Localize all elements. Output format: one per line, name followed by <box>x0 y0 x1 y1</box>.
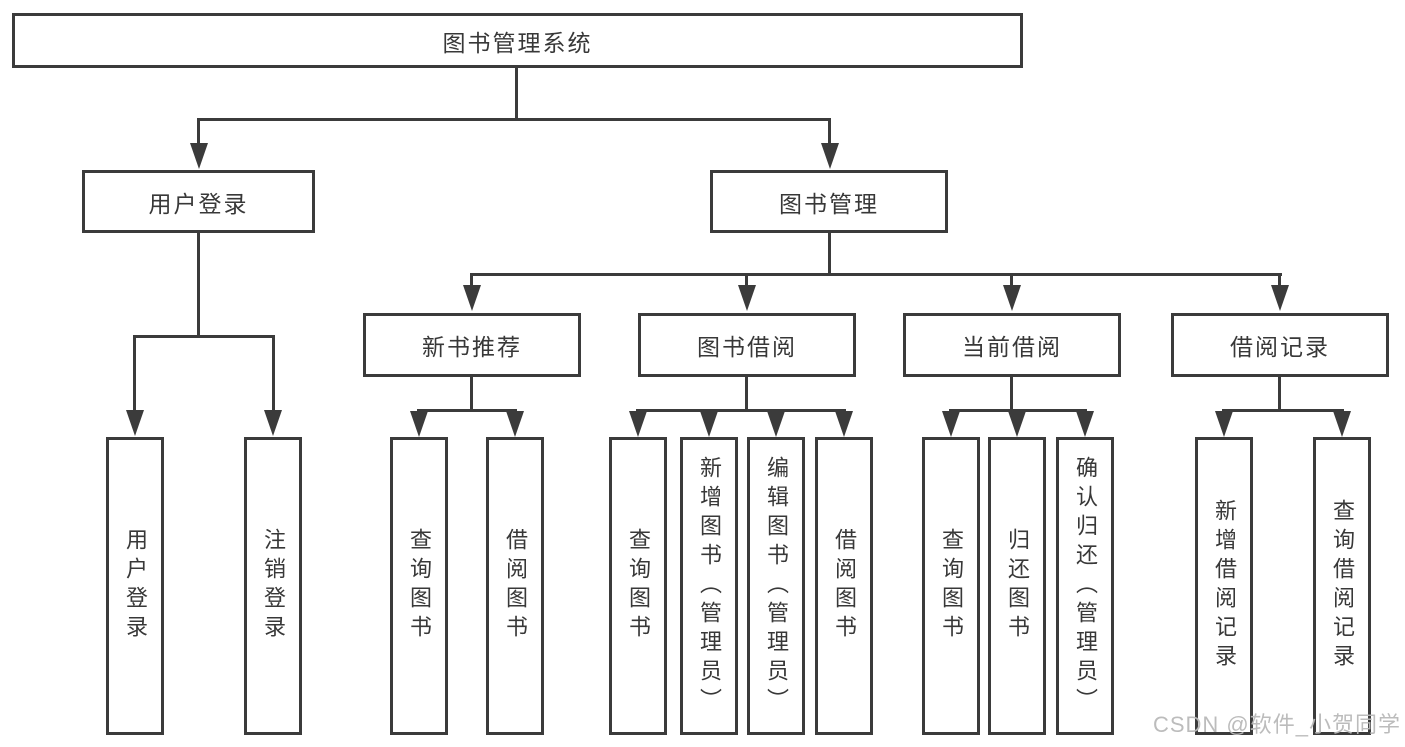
edge-line <box>1010 273 1013 285</box>
node-leaf-edit-book-admin: 编辑图书（管理员） <box>747 437 805 735</box>
node-label: 确认归还（管理员） <box>1073 455 1098 717</box>
edge-line <box>636 409 846 412</box>
edge-arrow <box>767 411 785 437</box>
edge-arrow <box>629 411 647 437</box>
edge-line <box>1278 273 1281 285</box>
edge-arrow <box>942 411 960 437</box>
edge-arrow <box>1333 411 1351 437</box>
edge-arrow <box>700 411 718 437</box>
node-label: 查询图书 <box>626 528 651 644</box>
node-label: 查询图书 <box>407 528 432 644</box>
node-label: 用户登录 <box>123 528 148 644</box>
node-label: 借阅记录 <box>1230 334 1330 360</box>
node-leaf-user-login: 用户登录 <box>106 437 164 735</box>
node-label: 编辑图书（管理员） <box>764 455 789 717</box>
edge-line <box>417 409 517 412</box>
edge-line <box>745 273 748 285</box>
edge-line <box>197 233 200 335</box>
node-label: 图书管理 <box>779 190 879 217</box>
edge-arrow <box>264 410 282 436</box>
node-leaf-query-book-1: 查询图书 <box>390 437 448 735</box>
node-user-login: 用户登录 <box>82 170 315 233</box>
node-label: 借阅图书 <box>832 528 857 644</box>
edge-line <box>197 118 200 145</box>
edge-arrow <box>835 411 853 437</box>
edge-line <box>1222 409 1344 412</box>
edge-arrow <box>126 410 144 436</box>
edge-line <box>949 409 1087 412</box>
edge-arrow <box>821 143 839 169</box>
node-label: 新书推荐 <box>422 334 522 360</box>
edge-arrow <box>463 285 481 311</box>
edge-line <box>197 118 831 121</box>
node-label: 注销登录 <box>261 528 286 644</box>
edge-line <box>1010 377 1013 410</box>
node-label: 归还图书 <box>1005 528 1030 644</box>
edge-arrow <box>190 143 208 169</box>
watermark: CSDN @软件_小贺同学 <box>1152 712 1401 737</box>
node-leaf-query-book-3: 查询图书 <box>922 437 980 735</box>
edge-line <box>828 118 831 145</box>
node-leaf-borrow-book-2: 借阅图书 <box>815 437 873 735</box>
node-leaf-add-borrow-record: 新增借阅记录 <box>1195 437 1253 735</box>
node-label: 新增借阅记录 <box>1212 499 1237 673</box>
node-leaf-borrow-book-1: 借阅图书 <box>486 437 544 735</box>
node-leaf-logout: 注销登录 <box>244 437 302 735</box>
edge-line <box>470 273 473 285</box>
node-label: 图书借阅 <box>697 334 797 360</box>
node-leaf-confirm-return-admin: 确认归还（管理员） <box>1056 437 1114 735</box>
node-label: 当前借阅 <box>962 334 1062 360</box>
node-new-book-recommend: 新书推荐 <box>363 313 581 377</box>
node-leaf-add-book-admin: 新增图书（管理员） <box>680 437 738 735</box>
edge-arrow <box>1008 411 1026 437</box>
edge-line <box>470 377 473 410</box>
edge-line <box>272 335 275 411</box>
edge-line <box>745 377 748 410</box>
edge-line <box>1278 377 1281 410</box>
edge-arrow <box>1271 285 1289 311</box>
edge-line <box>133 335 275 338</box>
node-book-borrow: 图书借阅 <box>638 313 856 377</box>
edge-line <box>470 273 1282 276</box>
node-label: 查询图书 <box>939 528 964 644</box>
node-label: 用户登录 <box>148 190 249 217</box>
edge-arrow <box>410 411 428 437</box>
node-label: 借阅图书 <box>503 528 528 644</box>
edge-line <box>133 335 136 411</box>
edge-arrow <box>1003 285 1021 311</box>
node-current-borrow: 当前借阅 <box>903 313 1121 377</box>
node-label: 查询借阅记录 <box>1330 499 1355 673</box>
edge-arrow <box>1076 411 1094 437</box>
node-leaf-query-book-2: 查询图书 <box>609 437 667 735</box>
edge-line <box>828 233 831 273</box>
node-borrow-records: 借阅记录 <box>1171 313 1389 377</box>
node-label: 新增图书（管理员） <box>697 455 722 717</box>
node-leaf-query-borrow-record: 查询借阅记录 <box>1313 437 1371 735</box>
edge-line <box>515 68 518 118</box>
edge-arrow <box>1215 411 1233 437</box>
node-book-management: 图书管理 <box>710 170 948 233</box>
node-leaf-return-book: 归还图书 <box>988 437 1046 735</box>
node-label: 图书管理系统 <box>442 29 593 56</box>
edge-arrow <box>738 285 756 311</box>
edge-arrow <box>506 411 524 437</box>
node-root: 图书管理系统 <box>12 13 1023 68</box>
